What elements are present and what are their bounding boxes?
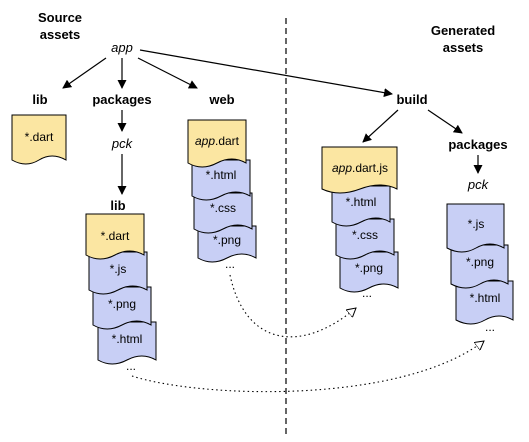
packages-source-node: packages	[92, 92, 151, 107]
build-app-dart-js-label: app.dart.js	[332, 161, 388, 175]
lib-top-node: lib	[32, 92, 47, 107]
web-to-build-mapping-arrow	[229, 274, 356, 338]
lib-png-label: *.png	[108, 297, 136, 311]
gen-html-doc	[455, 280, 514, 325]
tree-arrows	[62, 49, 483, 195]
generated-pck-doc-stack: *.js *.png *.html ...	[446, 203, 514, 334]
lib-js-doc	[88, 251, 148, 295]
lib-dart-doc	[85, 213, 145, 260]
web-more-ellipsis: ...	[225, 257, 235, 271]
web-css-doc	[193, 192, 253, 234]
build-css-doc	[335, 218, 395, 260]
gen-more-ellipsis: ...	[485, 320, 495, 334]
build-app-dart-js-doc	[321, 146, 398, 194]
arrow-app-to-lib	[62, 57, 107, 89]
build-app-dart-js-label-suffix: .dart.js	[352, 161, 388, 175]
generated-assets-header-line2: assets	[443, 40, 483, 55]
web-app-dart-label: app.dart	[195, 134, 240, 148]
app-node: app	[111, 40, 133, 55]
web-app-dart-label-italic: app	[195, 134, 215, 148]
arrow-app-to-build	[139, 49, 393, 98]
web-app-dart-doc	[187, 119, 247, 168]
lib-top-dart-doc-shape	[11, 114, 67, 165]
arrow-app-to-web	[137, 57, 198, 89]
packages-generated-node: packages	[448, 137, 507, 152]
lib-doc-stack: *.dart *.js *.png *.html ...	[85, 213, 157, 373]
lib-js-label: *.js	[110, 262, 127, 276]
lib-png-doc	[92, 286, 152, 330]
lib-html-doc	[97, 321, 157, 365]
lib-top-dart-doc-label: *.dart	[25, 130, 54, 144]
source-assets-header-line2: assets	[40, 27, 80, 42]
source-assets-header-line1: Source	[38, 10, 82, 25]
pck-generated-node: pck	[467, 177, 490, 192]
build-app-dart-js-label-italic: app	[332, 161, 352, 175]
web-png-label: *.png	[213, 233, 241, 247]
web-png-doc	[197, 225, 257, 263]
arrow-build-to-app-dart-js	[362, 109, 399, 143]
gen-js-doc	[446, 203, 505, 253]
build-png-label: *.png	[355, 261, 383, 275]
gen-js-label: *.js	[468, 217, 485, 231]
lib-more-ellipsis: ...	[126, 359, 136, 373]
build-png-doc	[339, 251, 399, 293]
lib-html-label: *.html	[112, 332, 143, 346]
build-more-ellipsis: ...	[362, 286, 372, 300]
mapping-arrows	[131, 274, 484, 393]
web-app-dart-label-suffix: .dart	[215, 134, 240, 148]
gen-png-label: *.png	[466, 255, 494, 269]
build-node: build	[396, 92, 427, 107]
arrow-build-to-packages	[427, 109, 463, 134]
web-doc-stack: app.dart *.html *.css *.png ...	[187, 119, 257, 271]
lib-to-generated-mapping-arrow	[131, 341, 484, 393]
generated-assets-header-line1: Generated	[431, 23, 495, 38]
build-css-label: *.css	[352, 228, 378, 242]
web-html-doc	[191, 159, 251, 201]
gen-html-label: *.html	[470, 291, 501, 305]
web-css-label: *.css	[210, 201, 236, 215]
web-html-label: *.html	[206, 168, 237, 182]
lib-top-dart-doc: *.dart	[11, 114, 67, 165]
lib-dart-label: *.dart	[101, 229, 130, 243]
pck-source-node: pck	[111, 136, 134, 151]
lib-pck-node: lib	[110, 198, 125, 213]
build-doc-stack: app.dart.js *.html *.css *.png ...	[321, 146, 399, 300]
web-node: web	[208, 92, 234, 107]
build-html-label: *.html	[346, 195, 377, 209]
gen-png-doc	[450, 244, 509, 289]
build-html-doc	[331, 185, 391, 227]
